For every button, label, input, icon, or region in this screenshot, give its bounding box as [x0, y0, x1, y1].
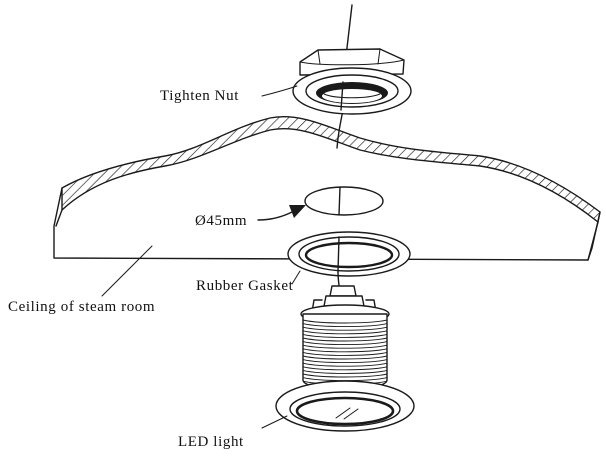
thread-line [302, 326, 388, 331]
thread-lines [302, 319, 388, 385]
thread-line [302, 333, 388, 338]
tighten-nut [292, 48, 412, 115]
thread-line [302, 323, 388, 328]
thread-line [302, 362, 388, 367]
label-led-light: LED light [178, 434, 244, 450]
thread-line [302, 359, 388, 364]
thread-line [302, 337, 388, 342]
label-diameter: Ø45mm [195, 213, 247, 229]
thread-line [302, 344, 388, 349]
led-light-fixture [275, 285, 415, 432]
thread-line [302, 369, 388, 374]
thread-line [302, 348, 388, 353]
label-ceiling: Ceiling of steam room [8, 299, 155, 315]
thread-line [302, 355, 388, 360]
thread-line [302, 351, 388, 356]
label-rubber-gasket: Rubber Gasket [196, 278, 294, 294]
thread-line [302, 341, 388, 346]
rubber-gasket [287, 231, 411, 277]
thread-line [302, 319, 388, 324]
thread-line [302, 330, 388, 335]
thread-line [302, 373, 388, 378]
label-tighten-nut: Tighten Nut [160, 88, 239, 104]
ceiling-hole [304, 186, 384, 216]
leader-lines [101, 85, 301, 429]
diameter-arrow [257, 205, 306, 221]
thread-line [302, 366, 388, 371]
